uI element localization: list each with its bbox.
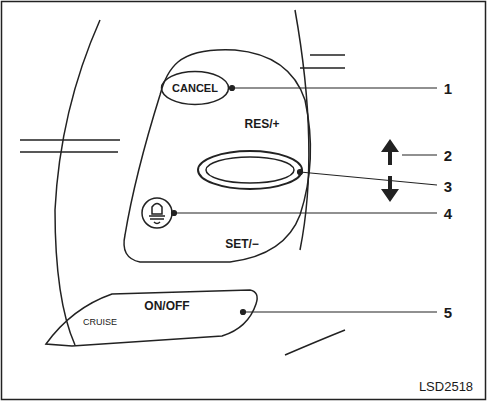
leader-lines: [172, 86, 438, 315]
trim-line: [285, 330, 345, 355]
callout-number: 1: [442, 81, 454, 96]
button-label: ON/OFF: [144, 300, 189, 312]
callout-number: 5: [442, 305, 454, 320]
switch-panel: [124, 50, 310, 262]
trim-line: [295, 10, 309, 250]
switch-label: RES/+: [244, 118, 279, 130]
cruise-button: CRUISE ON/OFF: [42, 286, 262, 348]
toggle-switch: [206, 157, 294, 183]
up-arrow: [381, 139, 399, 165]
toggle-switch: [198, 151, 302, 189]
button-label: CANCEL: [172, 83, 218, 94]
distance-button: [142, 198, 172, 228]
callout-number: 3: [442, 179, 454, 194]
figure-code: LSD2518: [419, 380, 473, 393]
switch-label: SET/−: [225, 238, 259, 250]
button-outline: [42, 286, 262, 348]
trim-line: [300, 55, 345, 68]
callout-number: 4: [442, 206, 454, 221]
distance-icon: [149, 204, 165, 224]
cancel-button: CANCEL: [160, 70, 230, 106]
trim-line: [55, 20, 100, 345]
callout-number: 2: [442, 148, 454, 163]
button-label: CRUISE: [83, 318, 117, 327]
trim-line: [20, 140, 120, 152]
